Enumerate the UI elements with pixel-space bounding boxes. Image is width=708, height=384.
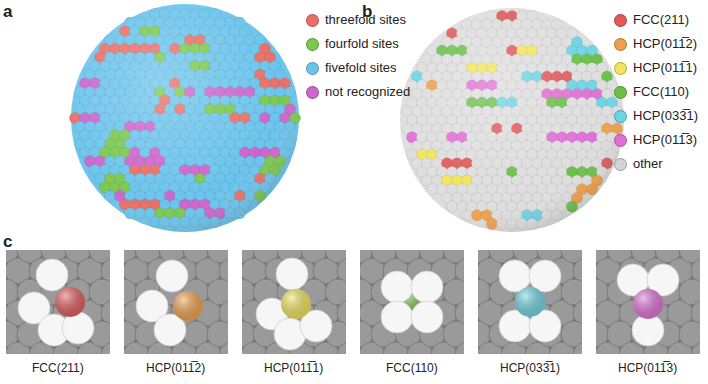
- lattice-atom: [679, 321, 700, 347]
- site-atom: [515, 287, 545, 317]
- site-tile: [124, 250, 228, 354]
- legend-text: HCP(011̅1): [633, 60, 697, 76]
- neighbor-atom: [381, 271, 413, 303]
- legend-text: other: [633, 156, 663, 172]
- neighbor-atom: [156, 260, 188, 292]
- site-atom: [633, 289, 663, 319]
- particle-shade: [71, 4, 299, 232]
- legend-text: threefold sites: [325, 12, 406, 28]
- lattice-atom: [691, 342, 700, 354]
- site-tile: [596, 250, 700, 354]
- site-tile: [360, 250, 464, 354]
- particle-shade: [400, 8, 624, 232]
- site-atom-shade: [55, 287, 85, 317]
- legend-text: fourfold sites: [325, 36, 399, 52]
- legend-swatch: [614, 110, 627, 123]
- neighbor-atom: [276, 258, 308, 290]
- lattice-atom: [325, 279, 346, 305]
- lattice-atom: [207, 321, 228, 347]
- lattice-atom: [443, 279, 464, 305]
- lattice-atom: [573, 342, 582, 354]
- lattice-atom: [561, 321, 582, 347]
- particle-body: [71, 4, 299, 232]
- facet-caption: FCC(211): [32, 360, 84, 376]
- legend-text: FCC(110): [633, 84, 689, 100]
- facet-caption: FCC(110): [386, 360, 438, 376]
- legend-swatch: [614, 38, 627, 51]
- neighbor-atom: [499, 260, 531, 292]
- nanoparticle-b: [400, 8, 624, 232]
- legend-swatch: [306, 86, 319, 99]
- site-tile: [478, 250, 582, 354]
- lattice-atom: [207, 279, 228, 305]
- lattice-atom: [455, 342, 464, 354]
- neighbor-atom: [529, 260, 561, 292]
- site-atom-shade: [173, 291, 203, 321]
- neighbor-atom: [411, 271, 443, 303]
- legend-swatch: [614, 86, 627, 99]
- lattice-atom: [219, 342, 228, 354]
- site-atom-shade: [633, 289, 663, 319]
- legend-text: FCC(211): [633, 12, 689, 28]
- site-tile: [6, 250, 110, 354]
- lattice-atom: [89, 279, 110, 305]
- site-atom-shade: [515, 287, 545, 317]
- legend-text: fivefold sites: [325, 60, 397, 76]
- legend-text: HCP(011̅2): [633, 36, 697, 52]
- particle-body: [400, 8, 624, 232]
- nanoparticle-a: [69, 4, 300, 232]
- lattice-atom: [101, 342, 110, 354]
- neighbor-atom: [381, 301, 413, 333]
- facet-caption: HCP(033̅1): [500, 360, 560, 376]
- lattice-atom: [679, 279, 700, 305]
- neighbor-atom: [62, 312, 94, 344]
- lattice-atom: [337, 342, 346, 354]
- legend-swatch: [306, 14, 319, 27]
- site-tile: [242, 250, 346, 354]
- site-atom: [281, 289, 311, 319]
- facet-caption: HCP(011̅1): [264, 360, 323, 376]
- panel-letter: c: [3, 232, 12, 252]
- panel-letter: a: [3, 2, 12, 22]
- legend-swatch: [614, 158, 627, 171]
- legend-text: HCP(033̅1): [633, 108, 698, 124]
- site-atom: [173, 291, 203, 321]
- legend-swatch: [306, 38, 319, 51]
- legend-swatch: [306, 62, 319, 75]
- lattice-atom: [561, 279, 582, 305]
- neighbor-atom: [36, 259, 68, 291]
- legend-swatch: [614, 62, 627, 75]
- legend-text: HCP(011̅3): [633, 132, 697, 148]
- legend-swatch: [614, 14, 627, 27]
- site-atom: [55, 287, 85, 317]
- facet-caption: HCP(011̅3): [618, 360, 677, 376]
- facet-caption: HCP(011̅2): [146, 360, 205, 376]
- site-atom-shade: [281, 289, 311, 319]
- legend-text: not recognized: [325, 84, 410, 100]
- lattice-atom: [443, 321, 464, 347]
- neighbor-atom: [411, 301, 443, 333]
- site-tiles: [0, 216, 708, 368]
- legend-swatch: [614, 134, 627, 147]
